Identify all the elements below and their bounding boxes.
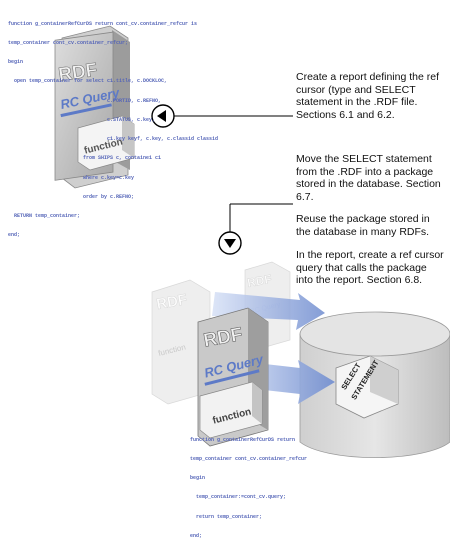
down-arrow-circle-icon <box>218 203 293 255</box>
diagram-canvas: RDF RC Query function RDF function RDF R… <box>54 25 450 459</box>
code-line: from SHIPS c, containe1 c1 <box>8 155 162 162</box>
callout-create-report: Create a report defining the ref cursor … <box>296 71 440 121</box>
select-statement-cube: SELECT STATEMENT <box>335 355 399 419</box>
callout-reuse-package: Reuse the package stored in the database… <box>296 213 430 238</box>
code-line: function g_containerRefCurDS return cont… <box>8 20 198 27</box>
ghost-right-title: RDF <box>246 272 273 290</box>
ghost-left-title: RDF <box>155 291 188 313</box>
code-line: return temp_container; <box>190 513 263 520</box>
code-line: end; <box>8 232 21 239</box>
code-line: order by c.REFNO; <box>8 193 135 200</box>
bottom-rc-query-underline <box>204 369 260 386</box>
top-code-listing: function g_containerRefCurDS return cont… <box>8 8 218 245</box>
code-line: open temp_container for select c1.title,… <box>8 78 168 85</box>
code-line: begin <box>190 475 206 482</box>
code-line: RETURN temp_container; <box>8 213 81 219</box>
callout-move-select: Move the SELECT statement from the .RDF … <box>296 153 441 203</box>
code-line: c.STATUS, c.key, <box>8 116 156 123</box>
top-rc-query-underline <box>60 103 112 118</box>
left-arrow-circle-icon <box>151 104 175 128</box>
code-line: temp_container cont_cv.container_refcur <box>190 456 308 463</box>
upper-blue-arrow <box>212 292 325 330</box>
ghost-rdf-box-left: RDF function <box>151 279 211 405</box>
code-line: begin <box>8 59 24 66</box>
code-line: function g_containerRefCurDS return <box>190 436 296 443</box>
top-rdf-box: RDF RC Query function <box>54 25 135 189</box>
bottom-rdf-box: RDF RC Query function <box>197 307 269 447</box>
code-line: temp_container:=cont_cv.query; <box>190 494 287 501</box>
code-line: end; <box>190 532 203 539</box>
callout-create-ref-cursor: In the report, create a ref cursor query… <box>296 249 444 286</box>
code-line: c.PORTID, c.REFNO, <box>8 97 162 104</box>
code-line: c1.key keyf, c.key, c.classid classid <box>8 136 219 143</box>
code-line: temp_container cont_cv.container_refcur; <box>8 40 129 47</box>
bottom-code-listing: function g_containerRefCurDS return temp… <box>190 424 307 546</box>
code-line: where c.key=c.key <box>8 174 135 181</box>
